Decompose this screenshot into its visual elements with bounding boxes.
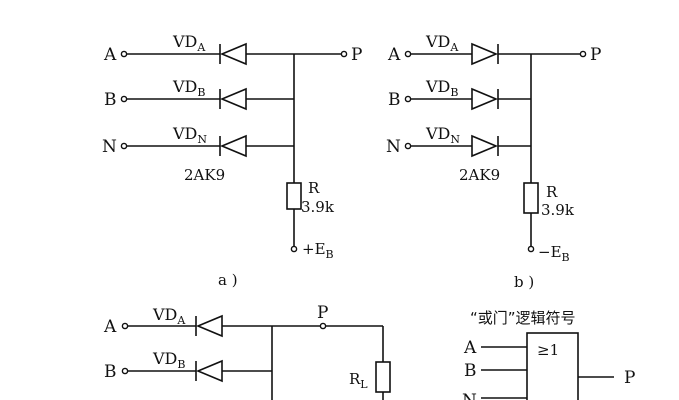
load-name: R bbox=[349, 370, 361, 388]
diode-vd-a bbox=[195, 314, 223, 338]
input-label-n: N bbox=[102, 137, 117, 157]
supply-base: −E bbox=[538, 243, 562, 261]
diode-symbol-icon bbox=[471, 87, 499, 111]
supply-label: +EB bbox=[302, 240, 334, 261]
gate-input-label-b: B bbox=[464, 361, 477, 381]
input-terminal-a bbox=[121, 322, 129, 330]
or-gate-box bbox=[526, 332, 579, 400]
diode-vd-b bbox=[195, 359, 223, 383]
input-label-a: A bbox=[103, 317, 117, 337]
diode-label-sub: B bbox=[177, 358, 185, 371]
load-resistor-label: RL bbox=[349, 370, 368, 391]
circuit-c: A P VDA B VDB RL bbox=[103, 303, 391, 400]
input-label-b: B bbox=[388, 90, 401, 110]
diode-label-base: VD bbox=[425, 32, 450, 51]
or-gate-symbol-label: ≥1 bbox=[537, 341, 559, 359]
diode-label-sub: N bbox=[197, 133, 207, 146]
input-label-b: B bbox=[104, 362, 117, 382]
diode-label-vd-b: VDB bbox=[172, 77, 205, 99]
diode-symbol-icon bbox=[195, 359, 223, 383]
input-label-b: B bbox=[104, 90, 117, 110]
load-resistor-rl bbox=[375, 361, 391, 393]
output-label-p: P bbox=[317, 303, 328, 323]
diode-vd-a bbox=[219, 42, 247, 66]
diode-label-sub: B bbox=[197, 86, 205, 99]
supply-sub: B bbox=[562, 251, 570, 264]
diode-label-base: VD bbox=[425, 124, 450, 143]
diode-symbol-icon bbox=[471, 42, 499, 66]
diode-label-base: VD bbox=[152, 305, 177, 324]
resistor-value: 3.9k bbox=[541, 201, 575, 219]
diode-label-vd-b: VDB bbox=[152, 349, 185, 371]
diode-label-vd-a: VDA bbox=[425, 32, 459, 54]
diode-vd-b bbox=[471, 87, 499, 111]
diode-label-base: VD bbox=[172, 124, 197, 143]
circuit-a: A P VDA B VDB N VDN 2AK9 bbox=[102, 32, 362, 289]
output-terminal-p bbox=[340, 50, 348, 58]
gate-output-label-p: P bbox=[624, 368, 635, 388]
input-label-a: A bbox=[387, 45, 401, 65]
diode-symbol-icon bbox=[219, 134, 247, 158]
supply-base: +E bbox=[302, 240, 326, 258]
diode-type-label: 2AK9 bbox=[184, 166, 225, 184]
resistor-r bbox=[523, 182, 539, 214]
diode-label-vd-a: VDA bbox=[152, 305, 186, 327]
input-terminal-n bbox=[120, 142, 128, 150]
input-terminal-b bbox=[121, 367, 129, 375]
or-gate-symbol: “或门”逻辑符号 ≥1 A B N P bbox=[462, 309, 635, 400]
diode-label-base: VD bbox=[172, 77, 197, 96]
diode-type-label: 2AK9 bbox=[459, 166, 500, 184]
caption-a: a ) bbox=[218, 271, 238, 289]
load-sub: L bbox=[360, 378, 368, 391]
diode-label-base: VD bbox=[172, 32, 197, 51]
circuit-b: A P VDA B VDB N VDN 2AK9 bbox=[386, 32, 601, 291]
diode-vd-a bbox=[471, 42, 499, 66]
diode-vd-b bbox=[219, 87, 247, 111]
supply-terminal bbox=[290, 245, 298, 253]
diode-label-sub: A bbox=[176, 314, 186, 327]
diode-vd-n bbox=[219, 134, 247, 158]
input-label-n: N bbox=[386, 137, 401, 157]
supply-label: −EB bbox=[538, 243, 570, 264]
resistor-r bbox=[286, 182, 302, 210]
gate-input-label-a: A bbox=[463, 338, 477, 358]
diode-label-vd-a: VDA bbox=[172, 32, 206, 54]
diode-label-base: VD bbox=[425, 77, 450, 96]
diode-symbol-icon bbox=[195, 314, 223, 338]
diode-label-sub: B bbox=[450, 86, 458, 99]
diode-label-sub: N bbox=[450, 133, 460, 146]
resistor-value: 3.9k bbox=[301, 198, 335, 216]
diode-label-vd-n: VDN bbox=[425, 124, 460, 146]
diode-label-sub: A bbox=[196, 41, 206, 54]
diode-symbol-icon bbox=[219, 87, 247, 111]
input-terminal-a bbox=[120, 50, 128, 58]
input-terminal-b bbox=[404, 95, 412, 103]
caption-b: b ) bbox=[514, 273, 534, 291]
supply-terminal bbox=[527, 245, 535, 253]
diode-label-sub: A bbox=[449, 41, 459, 54]
diode-label-vd-n: VDN bbox=[172, 124, 207, 146]
resistor-name: R bbox=[308, 179, 320, 197]
or-gate-title: “或门”逻辑符号 bbox=[470, 309, 576, 327]
resistor-name: R bbox=[546, 183, 558, 201]
input-terminal-a bbox=[404, 50, 412, 58]
output-label-p: P bbox=[351, 45, 362, 65]
gate-input-label-n: N bbox=[462, 391, 477, 400]
diode-vd-n bbox=[471, 134, 499, 158]
diode-label-base: VD bbox=[152, 349, 177, 368]
diode-symbol-icon bbox=[471, 134, 499, 158]
input-terminal-n bbox=[404, 142, 412, 150]
input-terminal-b bbox=[120, 95, 128, 103]
output-terminal-p bbox=[319, 322, 327, 330]
input-label-a: A bbox=[103, 45, 117, 65]
output-label-p: P bbox=[590, 45, 601, 65]
output-terminal-p bbox=[579, 50, 587, 58]
supply-sub: B bbox=[326, 248, 334, 261]
diode-symbol-icon bbox=[219, 42, 247, 66]
diode-label-vd-b: VDB bbox=[425, 77, 458, 99]
